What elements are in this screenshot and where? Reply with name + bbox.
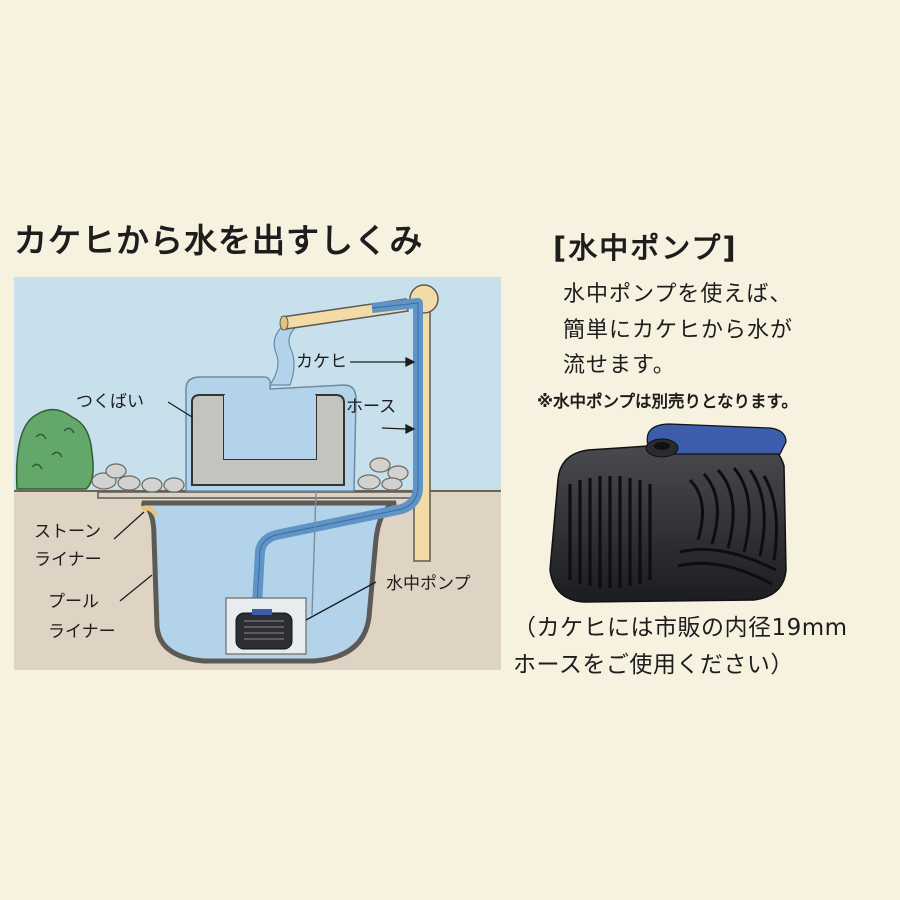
leader-lines: [113, 356, 416, 621]
label-stone-liner-2: ライナー: [34, 550, 102, 570]
diagram-title: カケヒから水を出すしくみ: [14, 221, 424, 260]
pump-body: [549, 439, 787, 603]
pump-description-line: 簡単にカケヒから水が: [563, 318, 794, 343]
sold-separately-note: ※水中ポンプは別売りとなります。: [537, 392, 798, 411]
stone-liner-edge: [140, 505, 159, 517]
pump-left-grille: [568, 476, 652, 588]
bush-detail: [31, 427, 75, 470]
pump-heading: [水中ポンプ]: [553, 231, 738, 265]
kakehi-mouth: [279, 315, 289, 331]
pebbles-left: [91, 463, 185, 493]
label-submersible-pump: 水中ポンプ: [386, 574, 471, 594]
hose-caption-line: （カケヒには市販の内径19mm: [513, 615, 848, 641]
pebbles-right: [357, 457, 409, 491]
submersible-pump-figure: [235, 609, 293, 650]
pump-description-line: 水中ポンプを使えば、: [563, 282, 793, 307]
tsukubai-inner-water: [224, 395, 316, 459]
pump-right-grille: [677, 467, 778, 586]
pump-cable: [311, 490, 317, 616]
cover-plate: [97, 491, 414, 499]
pump-product-image: [549, 423, 787, 603]
label-pool-liner-1: プール: [48, 592, 99, 612]
pool-basin: [140, 500, 397, 664]
label-stone-liner-1: ストーン: [34, 522, 101, 542]
hose-caption-line: ホースをご使用ください）: [513, 652, 794, 678]
label-kakehi: カケヒ: [296, 352, 347, 372]
label-hose: ホース: [346, 397, 396, 417]
bush: [15, 408, 94, 490]
pump-outlet-hole: [654, 442, 670, 450]
label-pool-liner-2: ライナー: [48, 622, 116, 642]
label-tsukubai: つくばい: [76, 392, 144, 412]
water-stream: [268, 324, 300, 386]
fountain-diagram: カケヒ ホース つくばい ストーン ライナー プール ライナー 水中ポンプ: [14, 277, 501, 670]
pump-description-line: 流せます。: [563, 353, 676, 378]
hose-edge: [255, 302, 419, 624]
